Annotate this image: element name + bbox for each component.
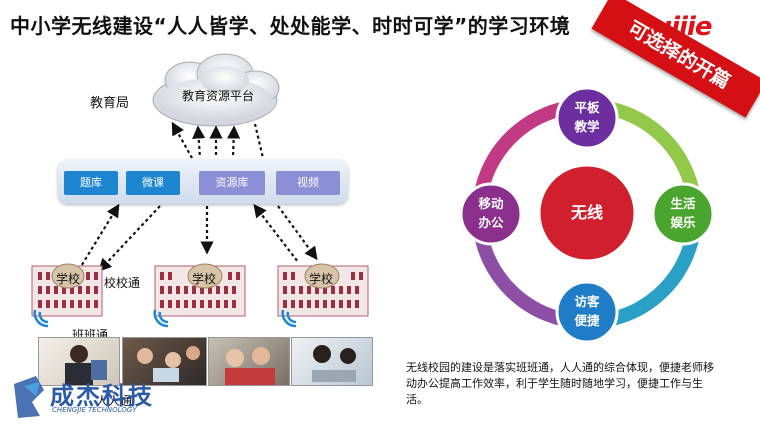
platform-button-micro-course[interactable]: 微课 bbox=[126, 171, 180, 195]
teacher-photo bbox=[38, 337, 120, 386]
node-life-entertainment bbox=[651, 182, 715, 246]
classroom-tablet-photo bbox=[122, 337, 207, 386]
resource-platform-label: 教育资源平台 bbox=[181, 89, 254, 103]
platform-button-resource-library[interactable]: 资源库 bbox=[199, 171, 265, 195]
school-building-1 bbox=[31, 263, 103, 317]
school-building-3 bbox=[277, 263, 369, 317]
platform-button-question-bank[interactable]: 题库 bbox=[64, 171, 118, 195]
person-link-label: 人人通 bbox=[96, 394, 133, 408]
company-logo: 成杰科技 CHENGJIE TECHNOLOGY bbox=[10, 372, 160, 422]
school-link-label: 校校通 bbox=[104, 276, 141, 290]
students-tablet-photo bbox=[208, 337, 290, 386]
cloud-links bbox=[171, 121, 265, 159]
company-logo-mark bbox=[14, 376, 44, 418]
node-tablet-teaching-text: 平板 教学 bbox=[557, 98, 617, 136]
school-label-2: 学校 bbox=[192, 272, 217, 286]
node-visitor-convenience bbox=[555, 280, 619, 344]
node-text-line: 平板 bbox=[574, 100, 600, 115]
center-node-wireless bbox=[537, 163, 637, 263]
node-tablet-teaching bbox=[555, 86, 619, 150]
page-title: 中小学无线建设“人人皆学、处处能学、时时可学”的学习环境 bbox=[10, 14, 571, 38]
company-name: 成杰科技 bbox=[50, 382, 154, 410]
node-text-line: 便捷 bbox=[574, 313, 600, 328]
resource-platform-cloud bbox=[152, 53, 280, 127]
node-life-entertainment-text: 生活 娱乐 bbox=[653, 194, 713, 232]
wifi-icon bbox=[33, 309, 297, 328]
node-visitor-convenience-text: 访客 便捷 bbox=[557, 292, 617, 330]
node-text-line: 娱乐 bbox=[670, 215, 696, 230]
center-node-text: 无线 bbox=[570, 203, 603, 222]
school-links bbox=[79, 203, 318, 272]
company-english-name: CHENGJIE TECHNOLOGY bbox=[52, 406, 137, 414]
school-building-2 bbox=[154, 263, 246, 317]
school-label-3: 学校 bbox=[309, 272, 334, 286]
node-text-line: 访客 bbox=[574, 294, 600, 309]
node-text-line: 教学 bbox=[574, 119, 600, 134]
students-laptop-photo bbox=[291, 337, 373, 386]
school-label-1: 学校 bbox=[56, 272, 81, 286]
platform-button-video[interactable]: 视频 bbox=[276, 171, 340, 195]
node-mobile-office bbox=[459, 182, 523, 246]
edu-bureau-label: 教育局 bbox=[90, 96, 130, 111]
caption-text: 无线校园的建设是落实班班通，人人通的综合体现，便捷老师移动办公提高工作效率，利于… bbox=[406, 361, 714, 406]
node-text-line: 移动 bbox=[478, 196, 504, 211]
node-text-line: 办公 bbox=[478, 215, 504, 230]
node-mobile-office-text: 移动 办公 bbox=[461, 194, 521, 232]
node-text-line: 生活 bbox=[670, 196, 696, 211]
